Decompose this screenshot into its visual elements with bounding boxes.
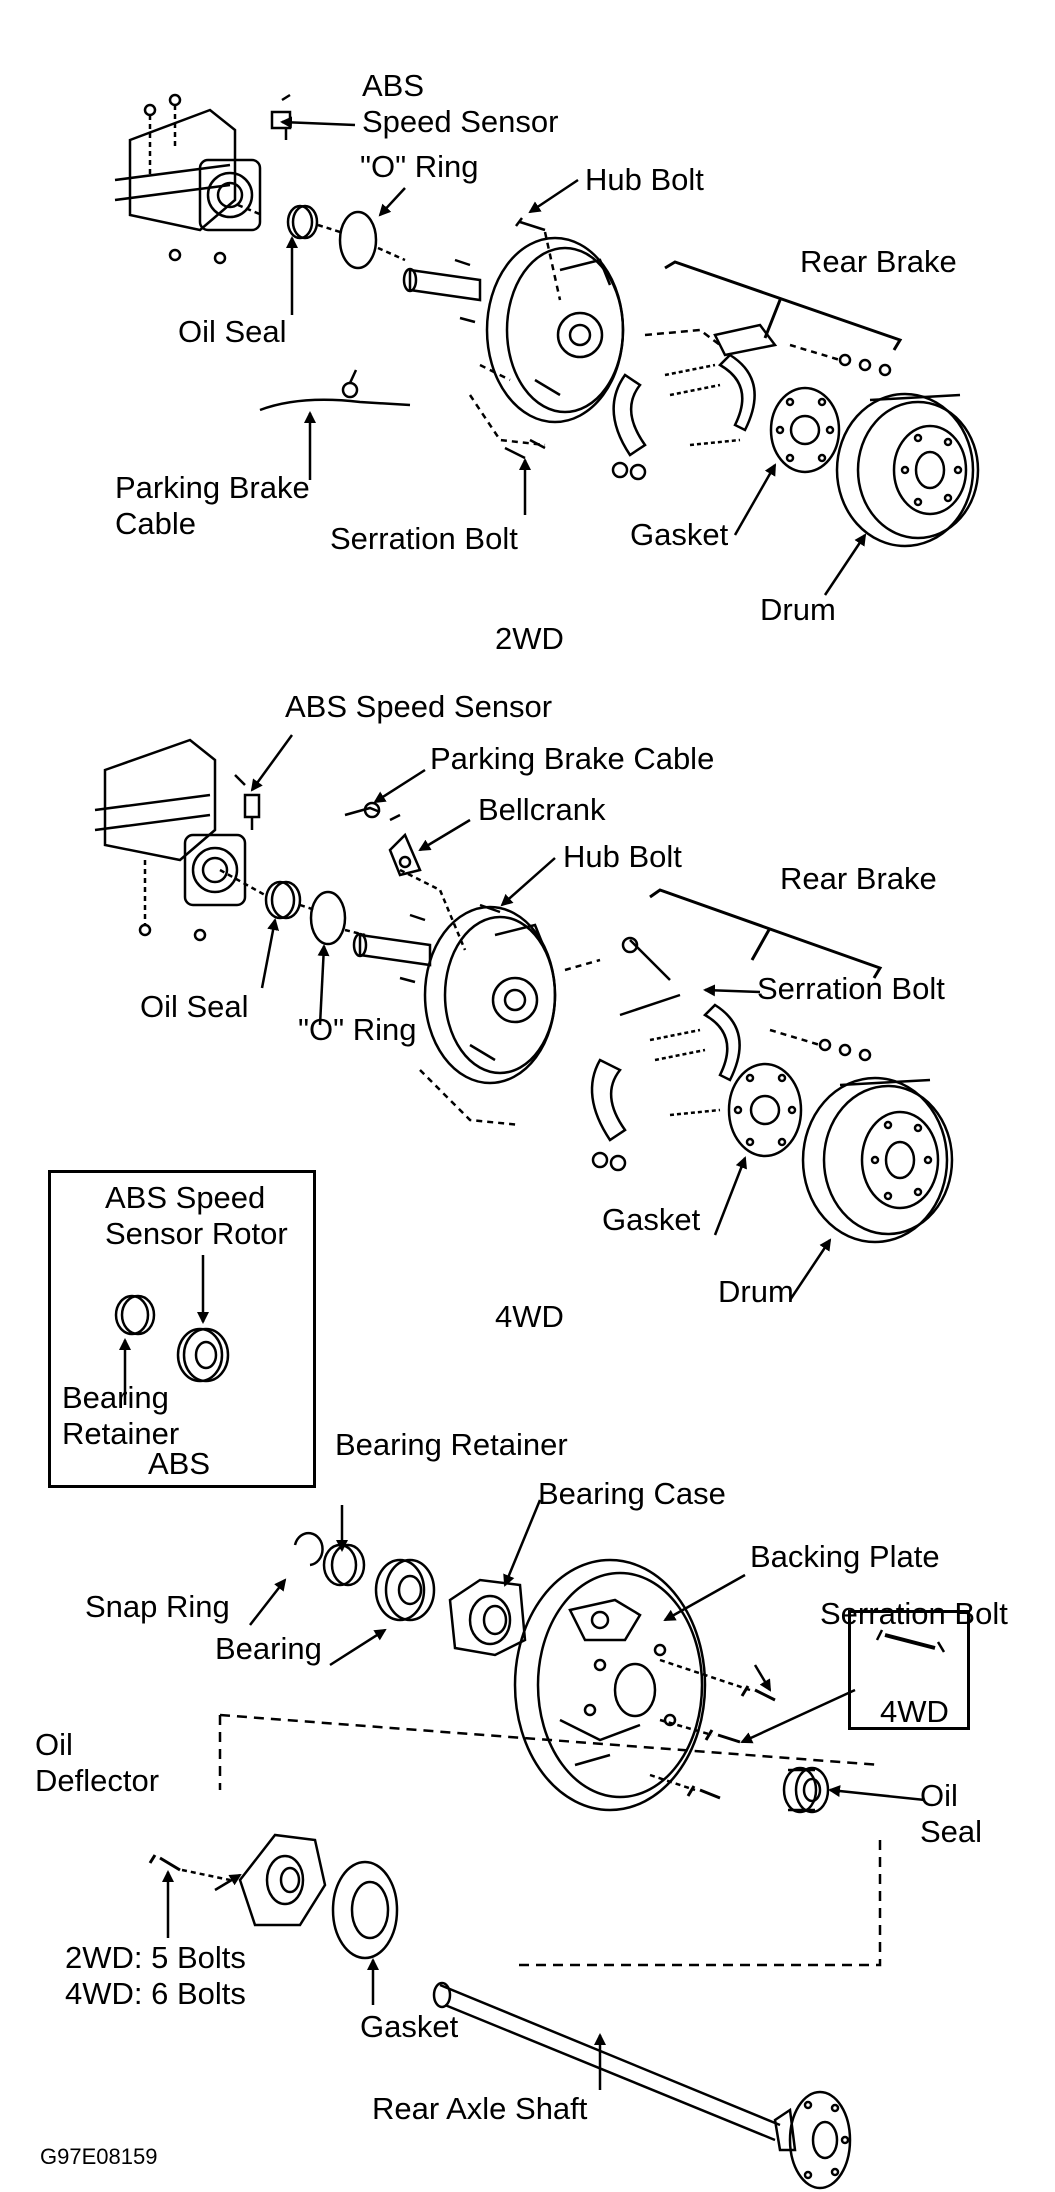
label-bearing: Bearing [215,1631,322,1666]
oil-seal [782,1766,830,1814]
label-bearing-retainer-abs: Bearing Retainer [62,1380,180,1451]
label-rear-axle-shaft: Rear Axle Shaft [372,2091,588,2126]
hub-bolt-2wd [515,217,546,232]
drum-2wd [835,392,980,548]
label-rear-brake-4wd: Rear Brake [780,861,937,896]
label-gasket-2wd: Gasket [630,517,729,552]
label-oil-seal: Oil Seal [920,1778,983,1849]
label-oil-seal-2wd: Oil Seal [178,314,287,349]
adjuster-springs-2wd [789,343,892,377]
label-axle-gasket: Gasket [360,2009,459,2044]
section-title-4wd: 4WD [495,1299,564,1334]
abs-speed-sensor-4wd [234,774,261,830]
figure-code: G97E08159 [40,2144,158,2169]
bellcrank-4wd [388,832,422,877]
diagram-4wd [94,734,954,1301]
label-serration-bolt: Serration Bolt [820,1596,1008,1631]
axle-housing-2wd [114,93,262,265]
bearing-retainer [322,1543,366,1587]
label-backing-plate: Backing Plate [750,1539,940,1574]
backing-plate-4wd [423,905,557,1085]
label-bearing-case: Bearing Case [538,1476,726,1511]
label-abs-speed-sensor-4wd: ABS Speed Sensor [285,689,553,724]
label-oil-seal-4wd: Oil Seal [140,989,249,1024]
label-bolts: 2WD: 5 Bolts 4WD: 6 Bolts [65,1940,246,2011]
axle-gasket [331,1860,399,1960]
axle-housing-4wd [94,738,247,942]
label-serration-bolt-4wd: Serration Bolt [757,971,945,1006]
label-parking-brake-cable-2wd: Parking Brake Cable [115,470,310,541]
abs-box-parts [114,1255,230,1405]
label-drum-2wd: Drum [760,592,836,627]
abs-inset-caption: ABS [148,1446,211,1481]
4wd-serration-bolt-inset-box [848,1610,970,1730]
label-hub-bolt-4wd: Hub Bolt [563,839,682,874]
label-parking-brake-cable-4wd: Parking Brake Cable [430,741,715,776]
oil-seal-4wd [264,880,302,920]
oil-deflector [238,1833,327,1927]
label-gasket-4wd: Gasket [602,1202,701,1237]
brake-shoes-2wd [611,323,778,481]
label-drum-4wd: Drum [718,1274,794,1309]
deflector-bolt [148,1854,231,1882]
brake-shoes-4wd [590,936,741,1172]
label-rear-brake-2wd: Rear Brake [800,244,957,279]
serration-bolt-4wd-inset [875,1629,946,1653]
backing-plate [513,1558,707,1812]
oil-seal-2wd [286,204,319,240]
serration-bolts [649,1658,776,1800]
parking-brake-cable-4wd [344,801,401,822]
abs-inset-box [48,1170,316,1488]
label-hub-bolt-2wd: Hub Bolt [585,162,704,197]
label-bearing-retainer: Bearing Retainer [335,1427,568,1462]
4wd-inset-caption: 4WD [880,1694,949,1729]
snap-ring [293,1531,324,1567]
rear-axle-shaft [432,1981,852,2190]
axle-stub-2wd [402,258,482,324]
label-abs-speed-sensor-2wd: ABS Speed Sensor [362,68,559,139]
gasket-4wd [727,1062,803,1158]
label-snap-ring: Snap Ring [85,1589,230,1624]
o-ring-2wd [338,210,378,270]
section-title-2wd: 2WD [495,621,564,656]
diagram-axle [114,1255,946,2190]
backing-plate-2wd [485,236,625,424]
hub-bolt-4wd [479,903,501,914]
label-bellcrank-4wd: Bellcrank [478,792,606,827]
axle-stub-4wd [352,913,432,984]
diagram-2wd [114,93,980,596]
gasket-2wd [769,386,841,474]
label-oil-deflector: Oil Deflector [35,1727,160,1798]
abs-speed-sensor-2wd [270,93,292,140]
adjuster-springs-4wd [769,1028,872,1062]
parking-brake-cable-2wd [259,369,411,412]
o-ring-4wd [309,890,347,946]
label-o-ring-4wd: "O" Ring [298,1012,417,1047]
bearing [374,1558,436,1622]
label-abs-speed-sensor-rotor: ABS Speed Sensor Rotor [105,1180,288,1251]
bearing-case [448,1578,527,1657]
drum-4wd [801,1076,954,1244]
label-o-ring-2wd: "O" Ring [360,149,479,184]
label-serration-bolt-2wd: Serration Bolt [330,521,518,556]
